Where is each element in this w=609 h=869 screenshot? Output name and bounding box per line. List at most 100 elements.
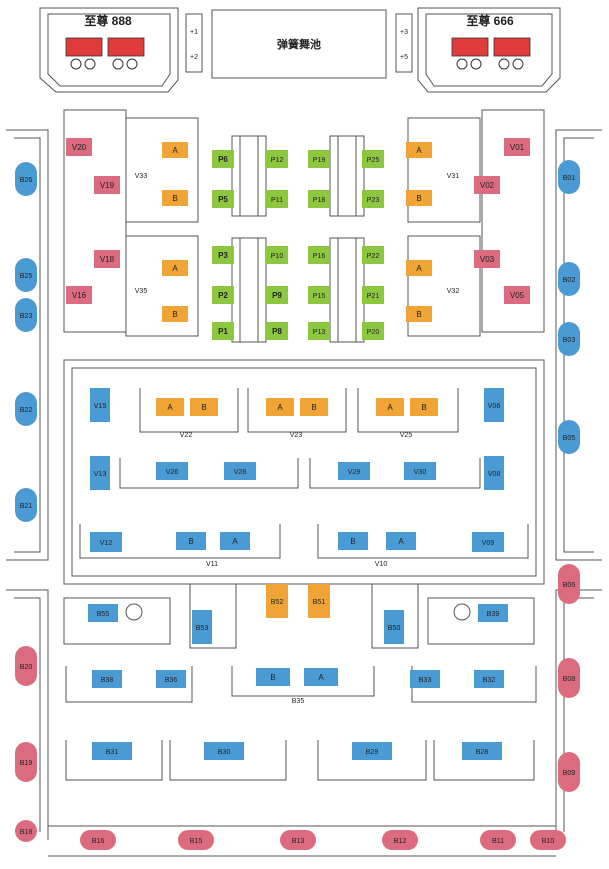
seat-p11[interactable]: P11 [266,190,288,208]
seat-p6[interactable]: P6 [212,150,234,168]
seat-v32-a[interactable]: A [406,260,432,276]
seat-b13[interactable]: B13 [280,830,316,850]
seat-b51[interactable]: B51 [308,584,330,618]
seat-p12[interactable]: P12 [266,150,288,168]
seat-b33[interactable]: B33 [410,670,440,688]
seat-v32-b[interactable]: B [406,306,432,322]
seat-b22[interactable]: B22 [15,392,37,426]
seat-v25-b[interactable]: B [410,398,438,416]
seat-v33-b[interactable]: B [162,190,188,206]
seat-b18[interactable]: B18 [15,820,37,842]
vip-888-seat-1[interactable] [65,37,103,57]
seat-v20[interactable]: V20 [66,138,92,156]
seat-p10[interactable]: P10 [266,246,288,264]
seat-b21[interactable]: B21 [15,488,37,522]
seat-b06[interactable]: B06 [558,564,580,604]
seat-v35-b[interactable]: B [162,306,188,322]
seat-b25[interactable]: B25 [15,258,37,292]
seat-p20[interactable]: P20 [362,322,384,340]
seat-b11[interactable]: B11 [480,830,516,850]
seat-b50[interactable]: B50 [384,610,404,644]
seat-p13[interactable]: P13 [308,322,330,340]
vip-room-888[interactable]: 至尊 888 [65,13,145,70]
seat-p25[interactable]: P25 [362,150,384,168]
seat-v33-a[interactable]: A [162,142,188,158]
seat-b28[interactable]: B28 [462,742,502,760]
seat-v09[interactable]: V09 [472,532,504,552]
seat-b35-a[interactable]: A [304,668,338,686]
seat-b16[interactable]: B16 [80,830,116,850]
seat-v29[interactable]: V29 [338,462,370,480]
seat-b10[interactable]: B10 [530,830,566,850]
seat-v05[interactable]: V05 [504,286,530,304]
seat-p19[interactable]: P19 [308,150,330,168]
seat-b20[interactable]: B20 [15,646,37,686]
seat-b55[interactable]: B55 [88,604,118,622]
seat-b30[interactable]: B30 [204,742,244,760]
seat-p2[interactable]: P2 [212,286,234,304]
seat-b29[interactable]: B29 [352,742,392,760]
seat-v10-a[interactable]: A [386,532,416,550]
seat-v35-a[interactable]: A [162,260,188,276]
seat-p3[interactable]: P3 [212,246,234,264]
seat-p1[interactable]: P1 [212,322,234,340]
seat-b36[interactable]: B36 [156,670,186,688]
seat-b32[interactable]: B32 [474,670,504,688]
seat-v11-a[interactable]: A [220,532,250,550]
seat-b09[interactable]: B09 [558,752,580,792]
seat-b52[interactable]: B52 [266,584,288,618]
seat-p9[interactable]: P9 [266,286,288,304]
seat-v31-b[interactable]: B [406,190,432,206]
seat-v03[interactable]: V03 [474,250,500,268]
seat-p21[interactable]: P21 [362,286,384,304]
seat-v15[interactable]: V15 [90,388,110,422]
seat-v06[interactable]: V06 [484,388,504,422]
seat-v16[interactable]: V16 [66,286,92,304]
seat-v28[interactable]: V28 [224,462,256,480]
seat-b31[interactable]: B31 [92,742,132,760]
seat-p8[interactable]: P8 [266,322,288,340]
seat-b08[interactable]: B08 [558,658,580,698]
seat-v25-a[interactable]: A [376,398,404,416]
seat-p16[interactable]: P16 [308,246,330,264]
seat-v11-b[interactable]: B [176,532,206,550]
vip-666-seat-2[interactable] [493,37,531,57]
seat-b03[interactable]: B03 [558,322,580,356]
seat-v12[interactable]: V12 [90,532,122,552]
seat-b35-b[interactable]: B [256,668,290,686]
vip-888-seat-2[interactable] [107,37,145,57]
seat-b01[interactable]: B01 [558,160,580,194]
seat-v23-b[interactable]: B [300,398,328,416]
seat-p22[interactable]: P22 [362,246,384,264]
seat-v18[interactable]: V18 [94,250,120,268]
seat-v23-a[interactable]: A [266,398,294,416]
seat-b15[interactable]: B15 [178,830,214,850]
seat-p5[interactable]: P5 [212,190,234,208]
seat-b26[interactable]: B26 [15,162,37,196]
seat-p23[interactable]: P23 [362,190,384,208]
seat-b39[interactable]: B39 [478,604,508,622]
seat-v22-a[interactable]: A [156,398,184,416]
seat-v13[interactable]: V13 [90,456,110,490]
seat-v10-b[interactable]: B [338,532,368,550]
seat-b53[interactable]: B53 [192,610,212,644]
svg-text:V15: V15 [94,403,107,410]
vip-666-seat-1[interactable] [451,37,489,57]
seat-v02[interactable]: V02 [474,176,500,194]
seat-b02[interactable]: B02 [558,262,580,296]
seat-v08[interactable]: V08 [484,456,504,490]
seat-b23[interactable]: B23 [15,298,37,332]
seat-b12[interactable]: B12 [382,830,418,850]
vip-room-666[interactable]: 至尊 666 [451,13,531,70]
seat-v30[interactable]: V30 [404,462,436,480]
seat-v26[interactable]: V26 [156,462,188,480]
seat-b05[interactable]: B05 [558,420,580,454]
seat-p15[interactable]: P15 [308,286,330,304]
seat-v22-b[interactable]: B [190,398,218,416]
seat-v01[interactable]: V01 [504,138,530,156]
seat-b38[interactable]: B38 [92,670,122,688]
seat-v19[interactable]: V19 [94,176,120,194]
seat-b19[interactable]: B19 [15,742,37,782]
seat-p18[interactable]: P18 [308,190,330,208]
seat-v31-a[interactable]: A [406,142,432,158]
